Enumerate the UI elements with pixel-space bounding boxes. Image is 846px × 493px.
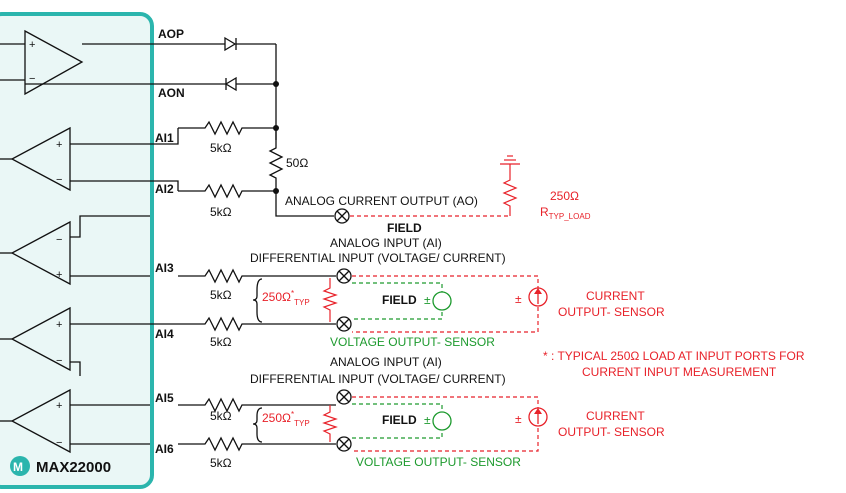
ai1-field-label: FIELD <box>382 293 417 307</box>
input-amplifier-4: + − <box>0 388 71 454</box>
ai2-current-sensor-2: OUTPUT- SENSOR <box>558 425 665 439</box>
input-amplifier-2: − + <box>0 220 71 286</box>
svg-text:+: + <box>56 269 62 281</box>
pin-ai5: AI5 <box>155 391 174 405</box>
ai2-load-label: 250Ω*TYP <box>262 410 310 428</box>
svg-text:−: − <box>56 355 62 367</box>
pin-ai4: AI4 <box>155 327 174 341</box>
ai1-pm-voltage: ± <box>424 293 431 307</box>
resistor-sense-label: 50Ω <box>286 156 308 170</box>
ai1-title: ANALOG INPUT (AI) <box>330 236 442 250</box>
svg-text:−: − <box>56 174 62 186</box>
ai2-pm-current: ± <box>515 412 522 426</box>
svg-text:+: + <box>56 139 62 151</box>
ai1-load-label: 250Ω*TYP <box>262 289 310 307</box>
ai2-pm-voltage: ± <box>424 413 431 427</box>
svg-text:−: − <box>56 437 62 449</box>
maxim-logo-icon: M <box>10 456 30 476</box>
ai2-field-loops <box>352 396 548 452</box>
pin-ai3: AI3 <box>155 261 174 275</box>
pin-ai1: AI1 <box>155 131 174 145</box>
ai1-voltage-sensor: VOLTAGE OUTPUT- SENSOR <box>330 335 495 349</box>
aop-aon-network <box>25 36 279 140</box>
footnote-line1: * : TYPICAL 250Ω LOAD AT INPUT PORTS FOR <box>543 349 805 363</box>
ai2-voltage-sensor: VOLTAGE OUTPUT- SENSOR <box>356 455 521 469</box>
input-amplifier-1: + − <box>0 126 71 192</box>
ao-field-label: FIELD <box>387 221 422 235</box>
ai2-title: ANALOG INPUT (AI) <box>330 355 442 369</box>
ai1-ai2-network <box>178 120 334 217</box>
ai1-current-sensor-2: OUTPUT- SENSOR <box>558 305 665 319</box>
ai3-ai4-network <box>150 268 338 332</box>
output-amplifier: + − <box>0 29 84 96</box>
ao-load-name: RTYP_LOAD <box>540 205 591 221</box>
ao-terminal <box>334 208 350 224</box>
resistor-r3-label: 5kΩ <box>210 288 232 302</box>
ai1-current-sensor-1: CURRENT <box>586 289 645 303</box>
ai1-terminals <box>336 268 352 332</box>
ai2-terminals <box>336 389 352 452</box>
svg-text:+: + <box>56 400 62 412</box>
ai2-subtitle: DIFFERENTIAL INPUT (VOLTAGE/ CURRENT) <box>250 372 506 386</box>
pin-aon: AON <box>158 86 185 100</box>
svg-text:M: M <box>13 460 23 474</box>
chip-name: MAX22000 <box>36 459 111 476</box>
ao-label: ANALOG CURRENT OUTPUT (AO) <box>285 194 478 208</box>
ai1-subtitle: DIFFERENTIAL INPUT (VOLTAGE/ CURRENT) <box>250 251 506 265</box>
svg-text:−: − <box>29 73 35 85</box>
ao-load <box>350 155 520 217</box>
ai2-current-sensor-1: CURRENT <box>586 409 645 423</box>
ao-load-value: 250Ω <box>550 189 579 203</box>
resistor-r6-label: 5kΩ <box>210 456 232 470</box>
chip-internal-wires <box>70 128 179 445</box>
resistor-r2-label: 5kΩ <box>210 205 232 219</box>
svg-text:+: + <box>56 319 62 331</box>
ai1-pm-current: ± <box>515 292 522 306</box>
ai5-ai6-network <box>178 397 338 452</box>
chip-body <box>0 12 154 489</box>
input-amplifier-3: + − <box>0 306 71 372</box>
ai2-field-label: FIELD <box>382 413 417 427</box>
pin-ai6: AI6 <box>155 442 174 456</box>
ai1-field-loops <box>352 275 548 333</box>
resistor-r5-label: 5kΩ <box>210 409 232 423</box>
svg-text:+: + <box>29 39 35 51</box>
resistor-r4-label: 5kΩ <box>210 335 232 349</box>
svg-text:−: − <box>56 234 62 246</box>
pin-ai2: AI2 <box>155 182 174 196</box>
pin-aop: AOP <box>158 27 184 41</box>
resistor-r1-label: 5kΩ <box>210 141 232 155</box>
footnote-line2: CURRENT INPUT MEASUREMENT <box>582 365 777 379</box>
